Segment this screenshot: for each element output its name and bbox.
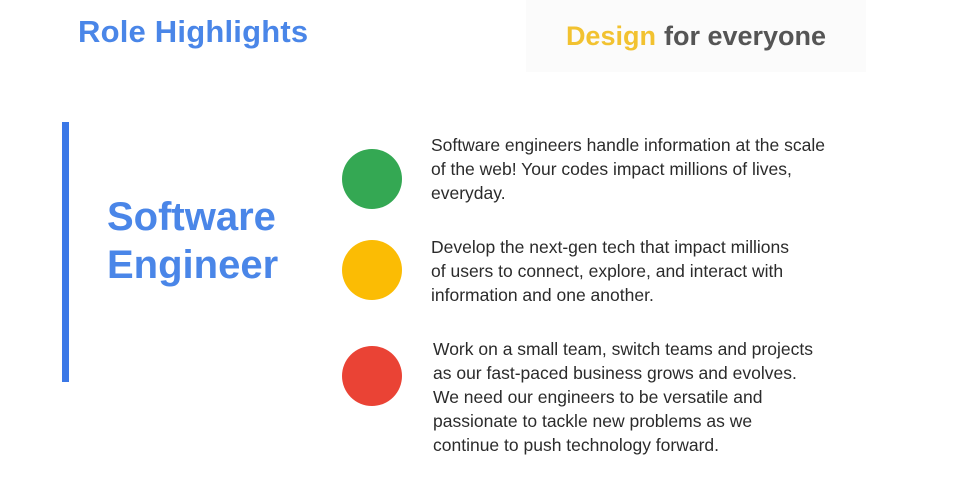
highlight-3-line-5: continue to push technology forward. [433,435,720,455]
highlight-1-line-1: Software engineers handle information at… [431,135,825,155]
red-circle-icon [342,346,402,406]
highlight-3-line-4: passionate to tackle new problems as we [433,411,753,431]
page-title: Role Highlights [78,14,309,49]
highlight-3-text: Work on a small team, switch teams and p… [433,337,813,457]
accent-bar [62,122,69,382]
green-circle-icon [342,149,402,209]
tagline-accent: Design [565,20,656,51]
highlight-3-line-2: as our fast-paced business grows and evo… [433,363,797,383]
role-name-line-1: Software [107,195,276,239]
highlight-3-line-3: We need our engineers to be versatile an… [433,387,763,407]
highlight-2-text: Develop the next-gen tech that impact mi… [431,235,789,307]
highlight-1-line-3: everyday. [431,183,506,203]
role-name: Software Engineer [107,193,317,289]
highlight-2-line-1: Develop the next-gen tech that impact mi… [431,237,789,257]
yellow-circle-icon [342,240,402,300]
role-name-line-2: Engineer [107,243,279,287]
tagline-rest: for everyone [663,20,827,51]
highlight-2-line-2: of users to connect, explore, and intera… [431,261,784,281]
highlight-3-line-1: Work on a small team, switch teams and p… [433,339,813,359]
highlight-1-text: Software engineers handle information at… [431,133,825,205]
highlight-2-line-3: information and one another. [431,285,654,305]
design-for-everyone-logo: Design for everyone [526,0,866,72]
highlight-1-line-2: of the web! Your codes impact millions o… [431,159,792,179]
